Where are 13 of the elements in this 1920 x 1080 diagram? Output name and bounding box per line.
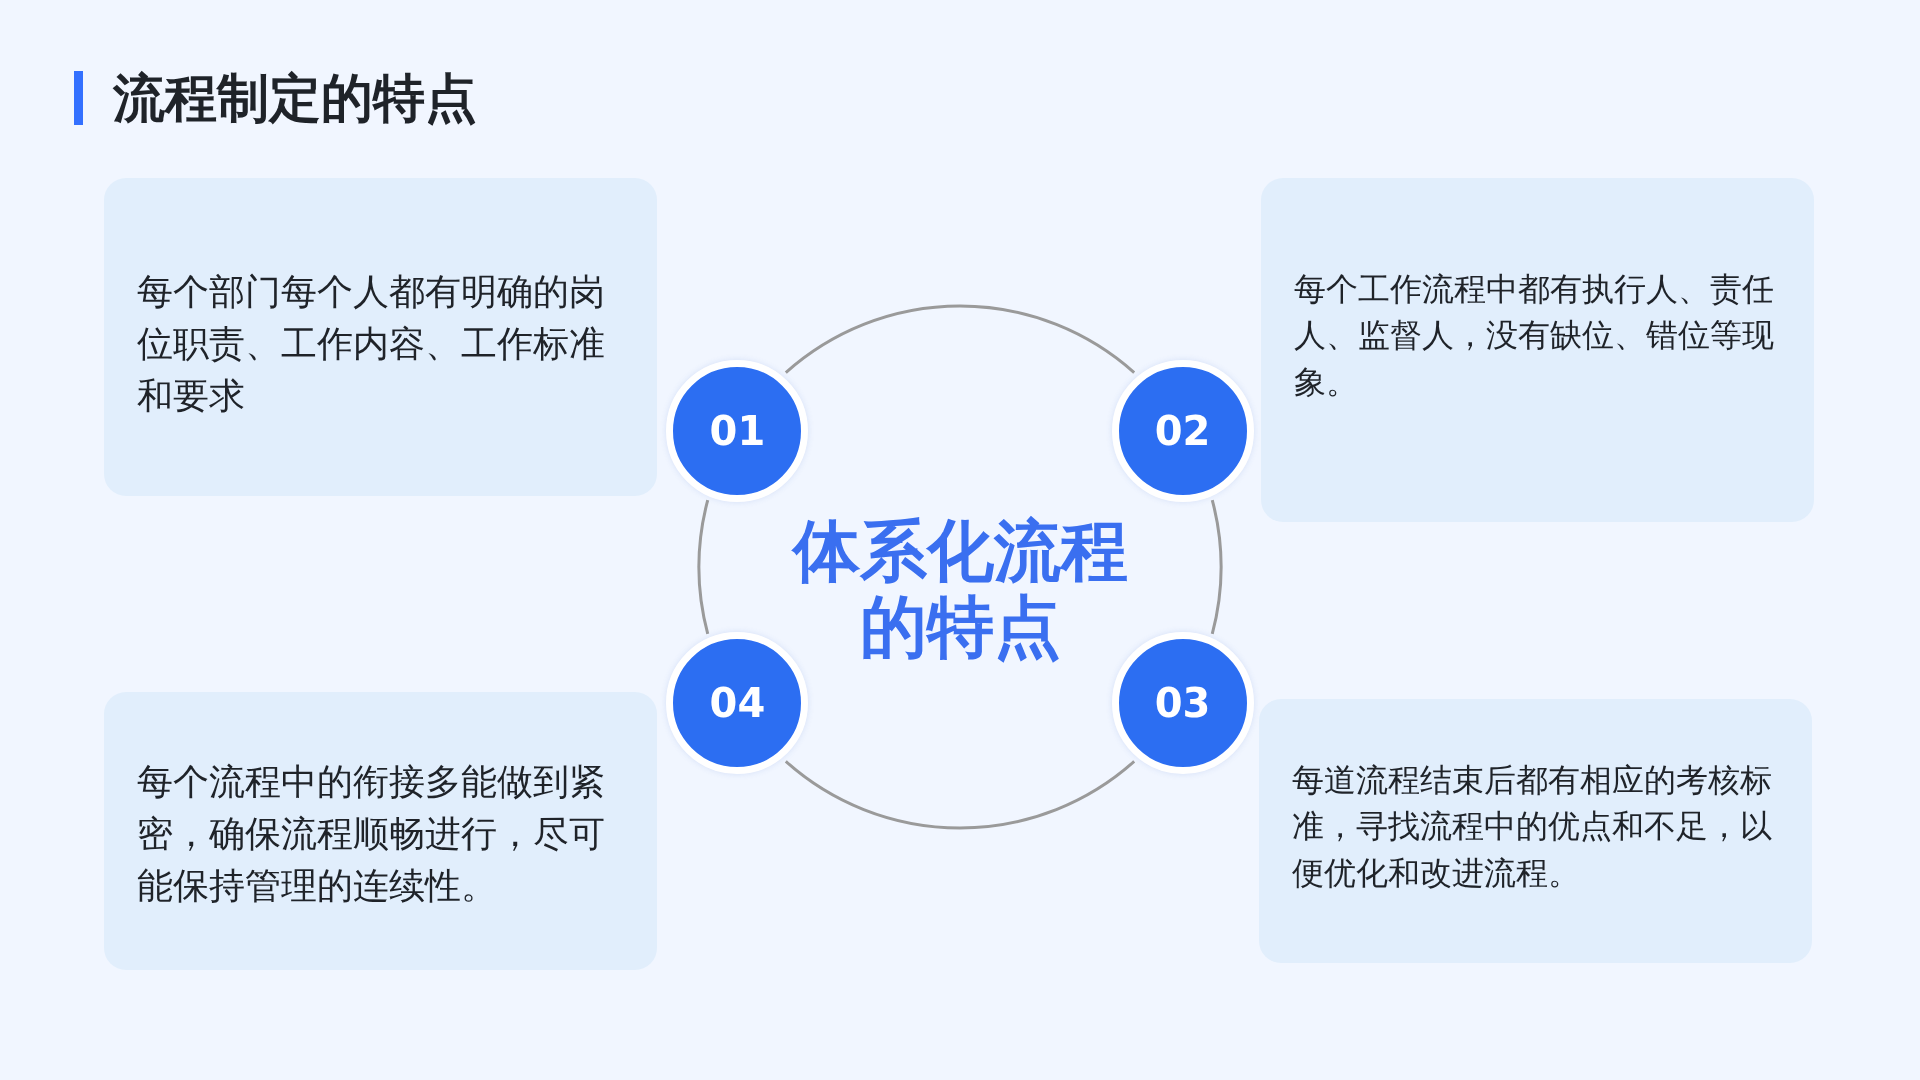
number-circle: 02 (1111, 359, 1254, 502)
card-text: 每个流程中的衔接多能做到紧密，确保流程顺畅进行，尽可能保持管理的连续性。 (137, 760, 606, 909)
ring-arc (1210, 499, 1223, 635)
card-text: 每道流程结束后都有相应的考核标准，寻找流程中的优点和不足，以便优化和改进流程。 (1292, 760, 1773, 894)
ring-arc (697, 499, 710, 635)
ring-arc (784, 304, 1136, 374)
card-text: 每个部门每个人都有明确的岗位职责、工作内容、工作标准和要求 (137, 270, 606, 419)
number-circle: 04 (666, 632, 809, 775)
number-circle: 01 (666, 359, 809, 502)
title: 流程制定的特点 (113, 67, 477, 130)
ring-arc (784, 760, 1136, 830)
card-text: 每个工作流程中都有执行人、责任人、监督人，没有缺位、错位等现象。 (1294, 269, 1775, 403)
number-circle: 03 (1111, 632, 1254, 775)
